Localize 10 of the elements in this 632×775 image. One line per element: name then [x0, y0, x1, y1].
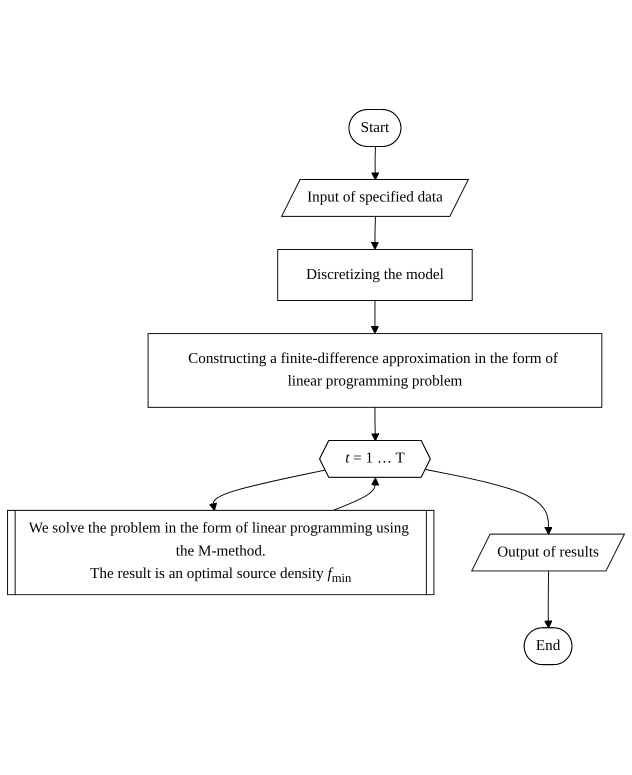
arrow — [544, 571, 552, 630]
arrow — [371, 407, 380, 442]
node-box: Constructing a finite-difference approximation in the form of linear programming problem — [148, 334, 602, 408]
arrow — [370, 300, 380, 334]
node-box: Discretizing the model — [277, 249, 473, 302]
arrow — [370, 216, 380, 250]
arrow — [331, 478, 380, 512]
arrow — [208, 470, 326, 512]
arrow — [425, 469, 553, 536]
arrow — [371, 146, 380, 181]
